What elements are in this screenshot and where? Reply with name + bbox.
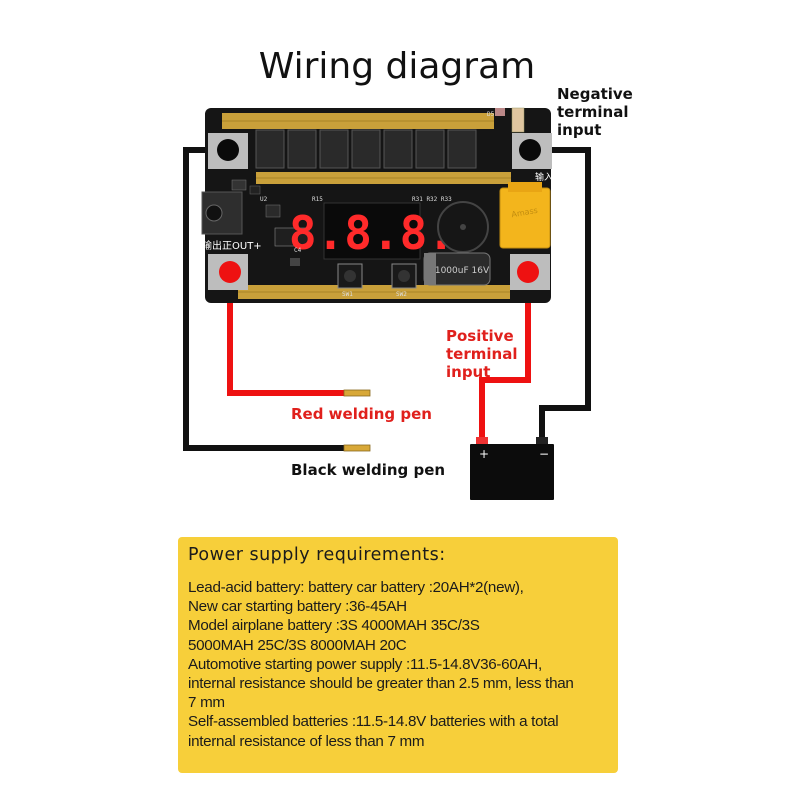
- capacitor: 1000uF 16V: [423, 252, 491, 286]
- black-pen-tip: [343, 444, 371, 452]
- capacitor-label: 1000uF 16V: [435, 266, 490, 276]
- pcb-silkscreen-c4: C4: [294, 247, 302, 254]
- terminal-top-left: [208, 133, 248, 169]
- battery-plus-label: +: [479, 447, 489, 461]
- battery-minus-label: −: [539, 447, 549, 461]
- power-supply-requirements-box: Power supply requirements: Lead-acid bat…: [178, 537, 618, 773]
- terminal-top-right: [512, 133, 552, 169]
- terminal-bottom-right: [510, 254, 550, 290]
- positive-label-line2: terminal: [446, 345, 517, 363]
- sw2-button: [391, 263, 417, 289]
- pcb-silkscreen-r15: R15: [312, 196, 323, 203]
- requirements-line: internal resistance of less than 7 mm: [188, 732, 425, 750]
- black-pen-label: Black welding pen: [291, 461, 445, 479]
- requirements-line: Lead-acid battery: battery car battery :…: [188, 579, 524, 596]
- black-wire-battery: [530, 147, 591, 442]
- seven-seg-display: [323, 202, 421, 260]
- positive-label-line1: Positive: [446, 327, 514, 345]
- negative-label-line3: input: [557, 121, 601, 139]
- requirements-line: 5000MAH 25C/3S 8000MAH 20C: [188, 636, 407, 654]
- red-pen-label: Red welding pen: [291, 405, 432, 423]
- red-wire-battery: [479, 272, 531, 442]
- pcb-silkscreen-d5: D5: [487, 111, 495, 118]
- positive-terminal-label: Positive terminal input: [446, 327, 517, 381]
- display-digits: 8.8.8.: [289, 206, 455, 260]
- pcb-silkscreen-r31: R31 R32 R33: [412, 196, 452, 203]
- requirements-title: Power supply requirements:: [188, 545, 446, 565]
- pcb-silkscreen-sw2: SW2: [396, 291, 407, 298]
- negative-label-line2: terminal: [557, 103, 628, 121]
- ic-chip: [274, 227, 310, 247]
- pcb-input-label: 输入: [535, 171, 553, 183]
- requirements-line: Model airplane battery :3S 4000MAH 35C/3…: [188, 617, 480, 635]
- mosfet-row: [255, 129, 477, 169]
- negative-terminal-label: Negative terminal input: [557, 85, 633, 139]
- requirements-line: New car starting battery :36-45AH: [188, 598, 407, 616]
- requirements-line: 7 mm: [188, 694, 225, 712]
- red-pen-tip: [343, 389, 371, 397]
- requirements-line: Automotive starting power supply :11.5-1…: [188, 655, 542, 673]
- diagram-title: Wiring diagram: [259, 46, 535, 87]
- pcb-board: D5 8.8.8. 1000uF 16V Amass 输出正OUT: [201, 107, 553, 303]
- red-wire-pen: [227, 272, 345, 396]
- battery: + −: [470, 437, 554, 500]
- xt60-connector: Amass: [499, 182, 551, 249]
- positive-label-line3: input: [446, 363, 490, 381]
- terminal-bottom-left: [208, 254, 248, 290]
- pcb-silkscreen-u2: U2: [260, 196, 268, 203]
- requirements-line: internal resistance should be greater th…: [188, 675, 574, 693]
- requirements-line: Self-assembled batteries :11.5-14.8V bat…: [188, 713, 559, 731]
- negative-label-line1: Negative: [557, 85, 633, 103]
- pcb-output-label: 输出正OUT+: [202, 239, 262, 252]
- pcb-silkscreen-sw1: SW1: [342, 291, 353, 298]
- sw1-button: [337, 263, 363, 289]
